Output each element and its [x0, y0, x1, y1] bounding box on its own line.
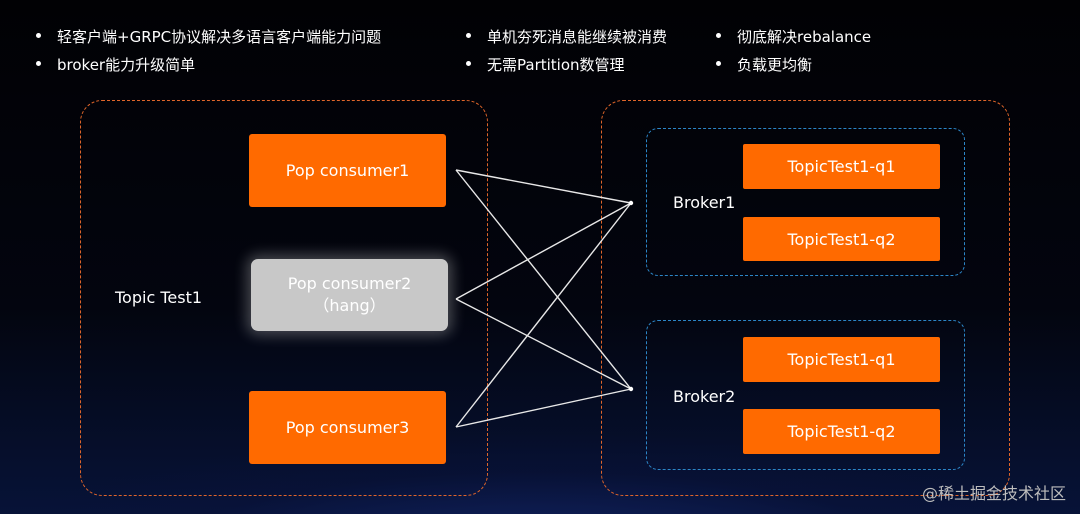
pop-consumer-2-hang: Pop consumer2 （hang） — [251, 259, 448, 331]
consumer-sublabel: （hang） — [313, 296, 386, 315]
edge-consumer2-broker2 — [455, 298, 632, 390]
topic-group — [80, 100, 488, 496]
pop-consumer-1: Pop consumer1 — [249, 134, 446, 207]
consumer-label: Pop consumer3 — [285, 418, 410, 437]
edge-consumer3-broker2 — [455, 388, 632, 428]
pop-consumer-3: Pop consumer3 — [249, 391, 446, 464]
bullet-text: 彻底解决rebalance — [737, 28, 872, 46]
broker-2-box — [646, 320, 965, 470]
bullet-dot-icon — [466, 33, 471, 38]
queue-label: TopicTest1-q2 — [787, 422, 896, 441]
consumer-label: Pop consumer2 — [287, 274, 412, 293]
bullet-text: 单机夯死消息能继续被消费 — [487, 28, 668, 46]
bullet-dot-icon — [716, 33, 721, 38]
bullet-dot-icon — [466, 61, 471, 66]
broker-1-box — [646, 128, 965, 276]
bullet-text: 无需Partition数管理 — [487, 56, 625, 74]
bullet-item: 轻客户端+GRPC协议解决多语言客户端能力问题 — [36, 26, 381, 47]
bullet-dot-icon — [36, 33, 41, 38]
broker-group — [601, 100, 1010, 496]
edge-consumer1-broker2 — [455, 169, 632, 390]
bullet-item: broker能力升级简单 — [36, 54, 195, 75]
bullet-dot-icon — [716, 61, 721, 66]
broker-2-label: Broker2 — [673, 387, 736, 406]
bullet-dot-icon — [36, 61, 41, 66]
bullet-item: 负载更均衡 — [716, 54, 812, 75]
broker-2-queue-2: TopicTest1-q2 — [743, 409, 940, 454]
bullet-text: broker能力升级简单 — [57, 56, 196, 74]
bullet-item: 无需Partition数管理 — [466, 54, 625, 75]
bullet-text: 轻客户端+GRPC协议解决多语言客户端能力问题 — [57, 28, 382, 46]
watermark: @稀土掘金技术社区 — [921, 484, 1066, 503]
topic-label: Topic Test1 — [115, 288, 203, 307]
bullet-text: 负载更均衡 — [737, 56, 813, 74]
broker-2-connector-dot — [628, 386, 634, 392]
queue-label: TopicTest1-q1 — [787, 157, 896, 176]
bullet-item: 彻底解决rebalance — [716, 26, 871, 47]
broker-1-queue-2: TopicTest1-q2 — [743, 217, 940, 261]
broker-1-connector-dot — [628, 200, 634, 206]
edge-consumer2-broker1 — [455, 202, 632, 300]
bullet-item: 单机夯死消息能继续被消费 — [466, 26, 667, 47]
queue-label: TopicTest1-q2 — [787, 229, 896, 249]
queue-label: TopicTest1-q1 — [787, 350, 896, 369]
edge-consumer1-broker1 — [455, 169, 632, 204]
broker-1-queue-1: TopicTest1-q1 — [743, 144, 940, 189]
edge-consumer3-broker1 — [455, 202, 632, 428]
consumer-label: Pop consumer1 — [285, 161, 410, 180]
broker-2-queue-1: TopicTest1-q1 — [743, 337, 940, 382]
broker-1-label: Broker1 — [673, 193, 736, 212]
